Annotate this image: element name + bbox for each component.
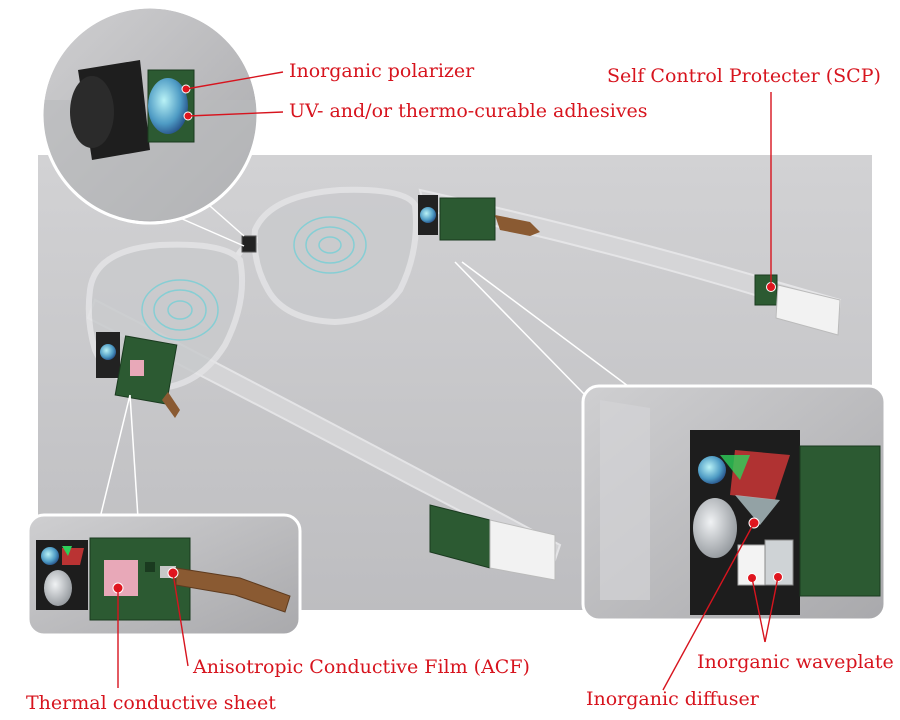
- label-thermal-sheet: Thermal conductive sheet: [26, 692, 276, 714]
- label-diffuser: Inorganic diffuser: [586, 688, 759, 710]
- callout-lines: [99, 205, 641, 519]
- right-projector-module: [418, 195, 540, 241]
- label-acf: Anisotropic Conductive Film (ACF): [193, 656, 530, 678]
- label-scp: Self Control Protecter (SCP): [607, 65, 881, 87]
- battery-module: [429, 504, 556, 581]
- controller-inset: [26, 513, 302, 637]
- scp-module: [754, 274, 841, 336]
- label-inorganic-polarizer: Inorganic polarizer: [289, 60, 475, 82]
- annotation-lines: [117, 71, 779, 691]
- bridge-module: [241, 235, 257, 253]
- optical-engine-inset: [581, 384, 887, 622]
- left-projector-module: [96, 332, 180, 418]
- label-uv-adhesives: UV- and/or thermo-curable adhesives: [289, 100, 648, 122]
- label-waveplate: Inorganic waveplate: [697, 651, 894, 673]
